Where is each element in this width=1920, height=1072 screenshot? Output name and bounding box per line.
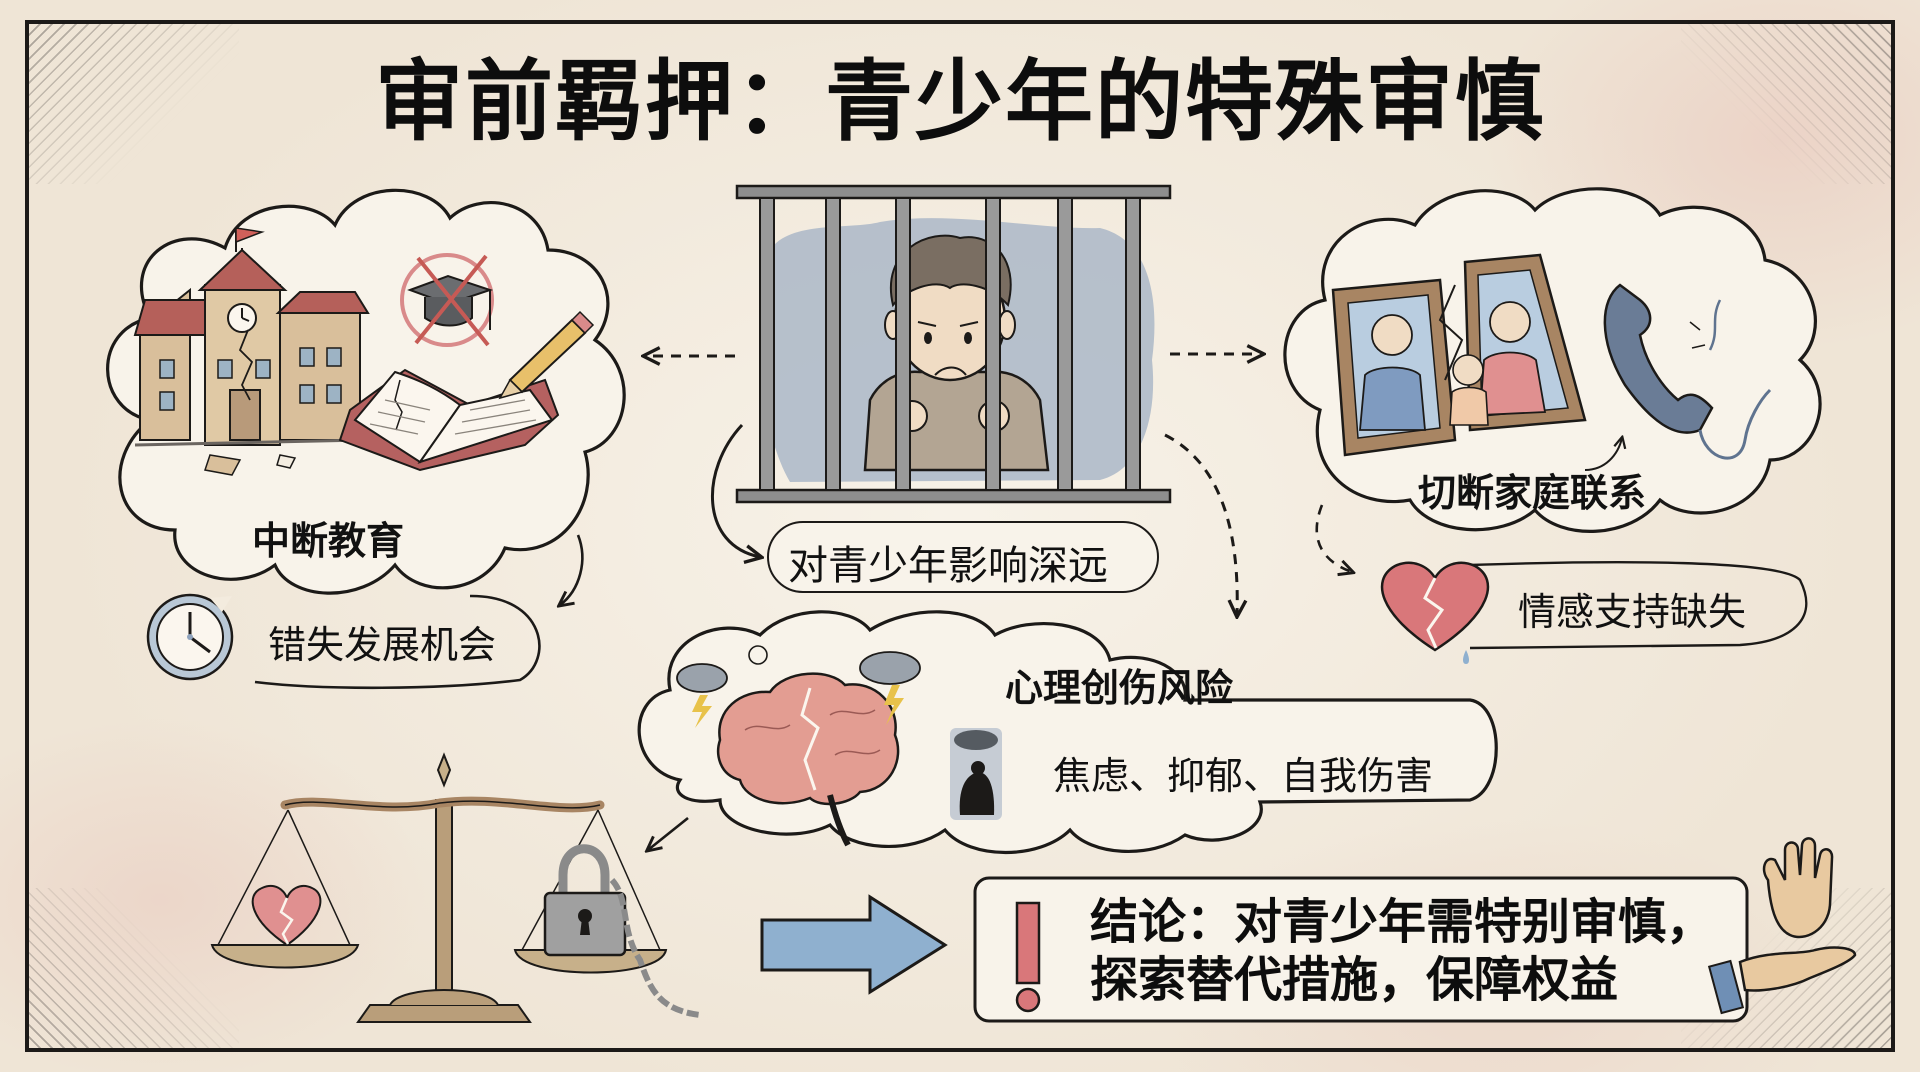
conclusion-line-2: 探索替代措施，保障权益 (1090, 952, 1619, 1008)
page-title: 审前羁押：青少年的特殊审慎 (374, 50, 1545, 153)
psychology-consequence: 焦虑、抑郁、自我伤害 (1053, 754, 1434, 798)
conclusion-text: 结论：对青少年需特别审慎， 探索替代措施，保障权益 (1090, 893, 1714, 1009)
center-label: 对青少年影响深远 (788, 543, 1108, 589)
border-frame (25, 20, 1895, 1052)
family-title: 切断家庭联系 (1418, 471, 1647, 515)
education-title: 中断教育 (252, 519, 405, 563)
corner-hatching (1681, 24, 1891, 184)
corner-hatching (29, 24, 239, 184)
family-consequence: 情感支持缺失 (1518, 590, 1747, 634)
psychology-title: 心理创伤风险 (1005, 666, 1234, 710)
education-consequence: 错失发展机会 (268, 623, 497, 667)
conclusion-line-1: 结论：对青少年需特别审慎， (1090, 894, 1715, 950)
corner-hatching (29, 888, 239, 1048)
